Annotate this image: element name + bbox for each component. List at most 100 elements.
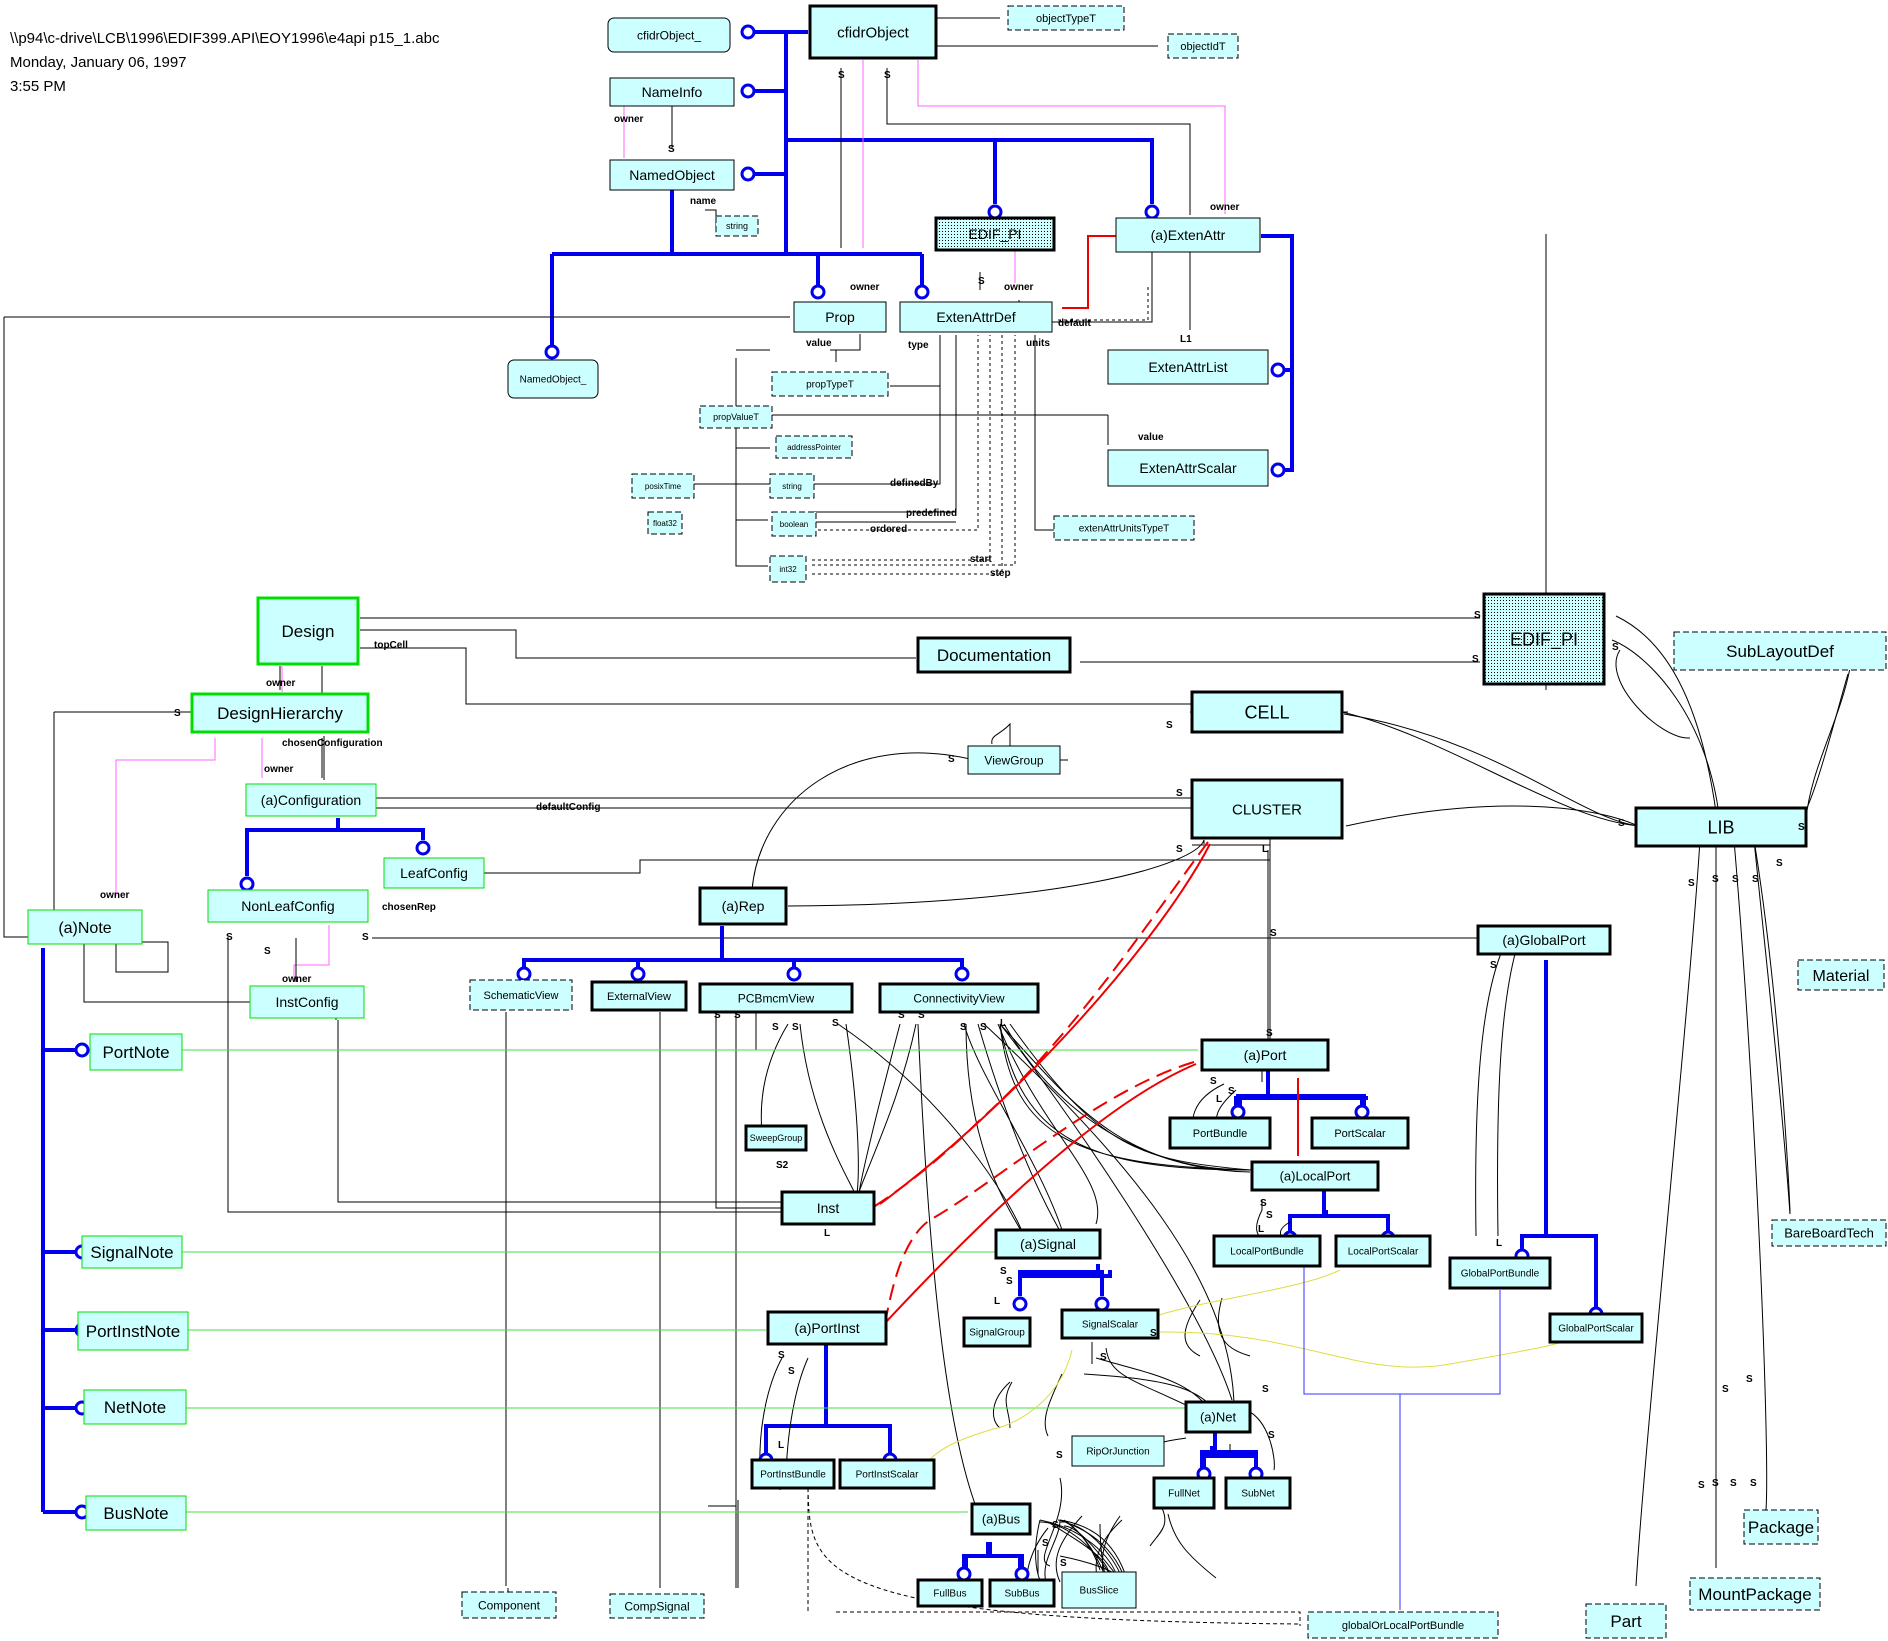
entity-material: Material bbox=[1797, 959, 1885, 991]
entity-label: RipOrJunction bbox=[1086, 1447, 1149, 1458]
subtype-marker bbox=[1270, 362, 1286, 378]
entity-label: propValueT bbox=[713, 412, 759, 422]
relationship-label-s: S bbox=[1730, 1478, 1737, 1489]
entity-address-pointer: addressPointer bbox=[775, 435, 853, 459]
relationship-label-owner: owner bbox=[100, 890, 130, 901]
entity-global-port-scalar: GlobalPortScalar bbox=[1548, 1312, 1644, 1344]
entity-prop-value-t: propValueT bbox=[699, 405, 773, 429]
entity-label: BusSlice bbox=[1080, 1586, 1119, 1597]
entity-global-or-local-port-bundle: globalOrLocalPortBundle bbox=[1307, 1611, 1499, 1639]
entity-label: extenAttrUnitsTypeT bbox=[1079, 524, 1170, 535]
relationship-line bbox=[807, 1487, 1301, 1626]
relationship-label-s: S bbox=[714, 1010, 721, 1021]
relationship-label-s: S bbox=[1210, 1076, 1217, 1087]
relationship-label-s: S bbox=[788, 1366, 795, 1377]
relationship-label-l: L bbox=[1258, 1224, 1264, 1235]
subtype-marker bbox=[786, 966, 802, 982]
entity-named-object: NamedObject bbox=[609, 159, 735, 191]
entity-label: DesignHierarchy bbox=[217, 704, 343, 723]
relationship-label-value: value bbox=[1138, 432, 1164, 443]
relationship-line bbox=[917, 1023, 979, 1513]
entity-port-inst-note: PortInstNote bbox=[77, 1311, 189, 1351]
relationship-label-owner: owner bbox=[1004, 282, 1034, 293]
relationship-label-s: S bbox=[668, 144, 675, 155]
relationship-label-s: S bbox=[778, 1350, 785, 1361]
relationship-line bbox=[1753, 839, 1791, 1215]
relationship-line bbox=[1003, 1023, 1251, 1173]
yellow-relationship bbox=[919, 1269, 1563, 1475]
relationship-label-s: S bbox=[1732, 874, 1739, 885]
entity-design-hierarchy: DesignHierarchy bbox=[190, 692, 370, 734]
entity-port-note: PortNote bbox=[89, 1033, 183, 1071]
entity-label: GlobalPortBundle bbox=[1461, 1269, 1540, 1280]
relationship-label-s: S bbox=[1798, 822, 1805, 833]
entity-label: GlobalPortScalar bbox=[1558, 1324, 1634, 1335]
relationship-label-chosenConfiguration: chosenConfiguration bbox=[282, 738, 383, 749]
entity-label: Material bbox=[1813, 968, 1870, 985]
relationship-line bbox=[1091, 1342, 1275, 1471]
relationship-line bbox=[1475, 945, 1517, 1237]
entity-label: cfidrObject bbox=[837, 24, 910, 41]
relationship-label-s: S bbox=[1722, 1384, 1729, 1395]
entity-label: ConnectivityView bbox=[913, 991, 1004, 1005]
entity-boxes: cfidrObject_cfidrObjectobjectTypeTobject… bbox=[27, 4, 1887, 1639]
relationship-line bbox=[760, 1023, 1025, 1237]
relationship-label-l: L bbox=[1216, 1094, 1222, 1105]
entity-signal: (a)Signal bbox=[994, 1228, 1102, 1260]
relationship-label-s: S bbox=[1260, 1198, 1267, 1209]
subtype-connector bbox=[764, 1342, 892, 1462]
relationship-label-s: S bbox=[226, 932, 233, 943]
subtype-marker bbox=[1014, 1566, 1030, 1582]
entity-design: Design bbox=[256, 596, 360, 666]
relationship-label-l: L bbox=[1496, 1238, 1502, 1249]
entity-connectivity-view: ConnectivityView bbox=[878, 982, 1040, 1014]
entity-label: objectIdT bbox=[1180, 41, 1226, 53]
relationship-label-owner: owner bbox=[266, 678, 296, 689]
entity-label: NameInfo bbox=[642, 84, 703, 100]
relationship-line bbox=[1058, 286, 1149, 321]
red-relationship bbox=[879, 843, 1211, 1205]
entity-label: PortScalar bbox=[1334, 1128, 1386, 1140]
entity-full-net: FullNet bbox=[1152, 1476, 1216, 1510]
entity-label: NamedObject_ bbox=[520, 375, 587, 386]
entity-label: ViewGroup bbox=[984, 753, 1043, 767]
relationship-label-s2: S2 bbox=[776, 1160, 789, 1171]
relationship-label-owner: owner bbox=[1210, 202, 1240, 213]
relationship-line bbox=[992, 1381, 1013, 1429]
relationship-label-topCell: topCell bbox=[374, 640, 408, 651]
entity-cfidr-object-: cfidrObject_ bbox=[607, 17, 731, 53]
subtype-marker bbox=[740, 24, 756, 40]
relationship-label-s: S bbox=[960, 1022, 967, 1033]
relationship-line bbox=[360, 617, 1480, 705]
relationship-line bbox=[1345, 805, 1639, 827]
entity-note: (a)Note bbox=[27, 909, 143, 945]
entity-label: CompSignal bbox=[624, 1599, 689, 1613]
entity-package: Package bbox=[1743, 1509, 1819, 1545]
relationship-line bbox=[1343, 713, 1641, 827]
subtype-connector bbox=[245, 818, 425, 876]
subtype-connector bbox=[964, 1542, 1022, 1572]
relationship-label-s: S bbox=[980, 1022, 987, 1033]
relationship-label-step: step bbox=[990, 568, 1011, 579]
entity-net-note: NetNote bbox=[83, 1389, 187, 1425]
relationship-line bbox=[1034, 335, 1055, 531]
relationship-label-default: default bbox=[1058, 318, 1091, 329]
relationship-line bbox=[1635, 839, 1791, 1587]
entity-exten-attr-scalar: ExtenAttrScalar bbox=[1107, 449, 1269, 487]
relationship-label-s: S bbox=[1490, 960, 1497, 971]
subtype-connector bbox=[1018, 1264, 1104, 1296]
relationship-line bbox=[708, 1012, 784, 1507]
entity-edif-pi-mid: EDIF_PI bbox=[1482, 592, 1606, 686]
entity-rep: (a)Rep bbox=[698, 886, 788, 926]
entity-prop: Prop bbox=[793, 301, 887, 333]
entity-edif-pi-top: EDIF_PI bbox=[934, 216, 1056, 252]
entity-label: SignalGroup bbox=[969, 1328, 1025, 1339]
relationship-label-chosenRep: chosenRep bbox=[382, 902, 436, 913]
red-relationship bbox=[871, 841, 1209, 1209]
entity-bus-slice: BusSlice bbox=[1061, 1571, 1137, 1609]
entity-label: (a)Note bbox=[58, 920, 111, 937]
entity-label: NonLeafConfig bbox=[241, 898, 334, 914]
relationship-label-s: S bbox=[1150, 1328, 1157, 1339]
subtype-marker bbox=[1230, 1104, 1246, 1120]
